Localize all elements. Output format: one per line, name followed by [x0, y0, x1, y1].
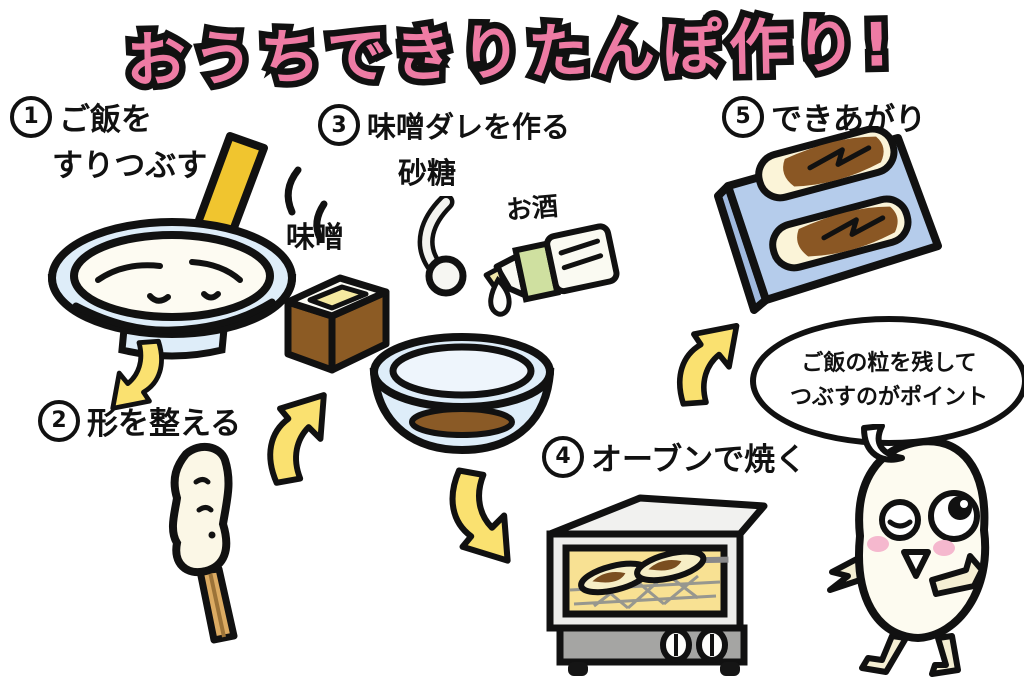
- step2-label: 2 形を整える: [38, 398, 241, 443]
- page-title: おうちできりたんぽ作り! おうちできりたんぽ作り!: [119, 0, 1017, 109]
- mash-texture-lines: [95, 259, 243, 304]
- mixing-bowl-inside: [389, 343, 535, 399]
- arrow-shape: [267, 392, 327, 486]
- step1-label-line1: ご飯を: [59, 102, 152, 138]
- spoon-handle: [422, 198, 450, 268]
- bowl-pestle-illustration: [47, 132, 328, 360]
- rice-dot: [208, 531, 216, 539]
- page-title-text: おうちできりたんぽ作り!: [125, 10, 898, 97]
- rice-texture-marks: [193, 477, 214, 513]
- step1-label: 1 ご飯を: [10, 94, 152, 139]
- miso-sauce: [409, 406, 515, 438]
- mashed-rice: [70, 231, 274, 321]
- left-cheek: [867, 536, 889, 552]
- plated-kiritanpo-illustration: [714, 126, 942, 314]
- oven-foot-right: [720, 662, 740, 676]
- oven-top: [546, 494, 768, 538]
- step5-number-badge: 5: [722, 95, 764, 138]
- bowl-front-line: [72, 298, 276, 334]
- sugar-label-text: 砂糖: [398, 156, 457, 190]
- step2-number-badge: 2: [38, 399, 80, 442]
- character-left-leg: [859, 633, 909, 675]
- step1-label-line2: すりつぶす: [52, 148, 208, 184]
- miso-label: 味噌: [286, 214, 344, 256]
- step4-label-text: オーブンで焼く: [591, 442, 807, 478]
- tail-shape: [861, 424, 905, 463]
- sauce-glaze: [797, 206, 898, 257]
- mixing-bowl-illustration: [369, 333, 555, 455]
- sauce-glaze: [783, 136, 884, 187]
- grill-mark: [821, 215, 886, 241]
- bottle-label: [544, 223, 620, 295]
- wink-eye: [879, 499, 921, 541]
- speech-bubble-line1: ご飯の粒を残して: [801, 350, 977, 376]
- curved-arrow-up-icon: [677, 322, 740, 407]
- eye-glint: [960, 500, 968, 508]
- sake-bottle-body: [483, 223, 620, 303]
- arrow-shape: [449, 467, 511, 564]
- step3-number-badge: 3: [318, 104, 360, 146]
- oven-foot-left: [568, 662, 588, 676]
- sake-bottle-illustration: [483, 223, 620, 317]
- wink-eyelid: [887, 519, 913, 529]
- label-lines: [558, 238, 604, 271]
- kiritanpo-stick-illustration: [168, 442, 238, 644]
- speech-bubble: ご飯の粒を残して つぶすのがポイント: [750, 316, 1024, 446]
- miso-label-text: 味噌: [286, 220, 345, 254]
- toaster-oven-illustration: [546, 494, 768, 676]
- speech-bubble-tail: [861, 424, 905, 463]
- sauce-patch: [648, 559, 682, 571]
- curved-arrow-down-icon: [110, 338, 164, 411]
- step1-label-line2-wrap: すりつぶす: [52, 140, 207, 185]
- step3-label: 3 味噌ダレを作る: [318, 104, 570, 146]
- rice-grain-character-illustration: [827, 437, 990, 677]
- step2-label-text: 形を整える: [87, 406, 242, 442]
- pupil: [948, 496, 972, 520]
- motion-marks-icon: [284, 166, 328, 242]
- character-right-leg: [929, 633, 961, 677]
- stick-grain-line: [208, 571, 226, 638]
- step1-number-badge: 1: [10, 95, 52, 138]
- sauce-patch: [592, 571, 626, 583]
- baking-kiritanpo-2: [634, 548, 729, 584]
- curved-arrow-up-right-icon: [267, 392, 327, 486]
- arrow-shape: [677, 322, 740, 407]
- finished-kiritanpo-2: [769, 195, 912, 272]
- grill-mark: [807, 145, 872, 171]
- right-cheek: [933, 540, 955, 556]
- curved-arrow-down-right-icon: [449, 467, 511, 564]
- step3-label-text: 味噌ダレを作る: [367, 110, 571, 144]
- sake-drop-icon: [488, 275, 512, 317]
- speech-bubble-line2: つぶすのがポイント: [789, 385, 988, 410]
- character-right-arm: [929, 553, 985, 597]
- arrow-shape: [110, 338, 164, 411]
- miso-paste: [307, 284, 369, 311]
- mouth: [901, 549, 931, 579]
- spoon-bowl: [425, 255, 467, 297]
- step4-number-badge: 4: [542, 435, 584, 478]
- sugar-label: 砂糖: [398, 150, 456, 192]
- step4-label: 4 オーブンで焼く: [542, 434, 806, 479]
- finished-kiritanpo-1: [755, 126, 898, 202]
- miso-box-illustration: [284, 274, 390, 374]
- ladle-spoon-illustration: [417, 196, 467, 297]
